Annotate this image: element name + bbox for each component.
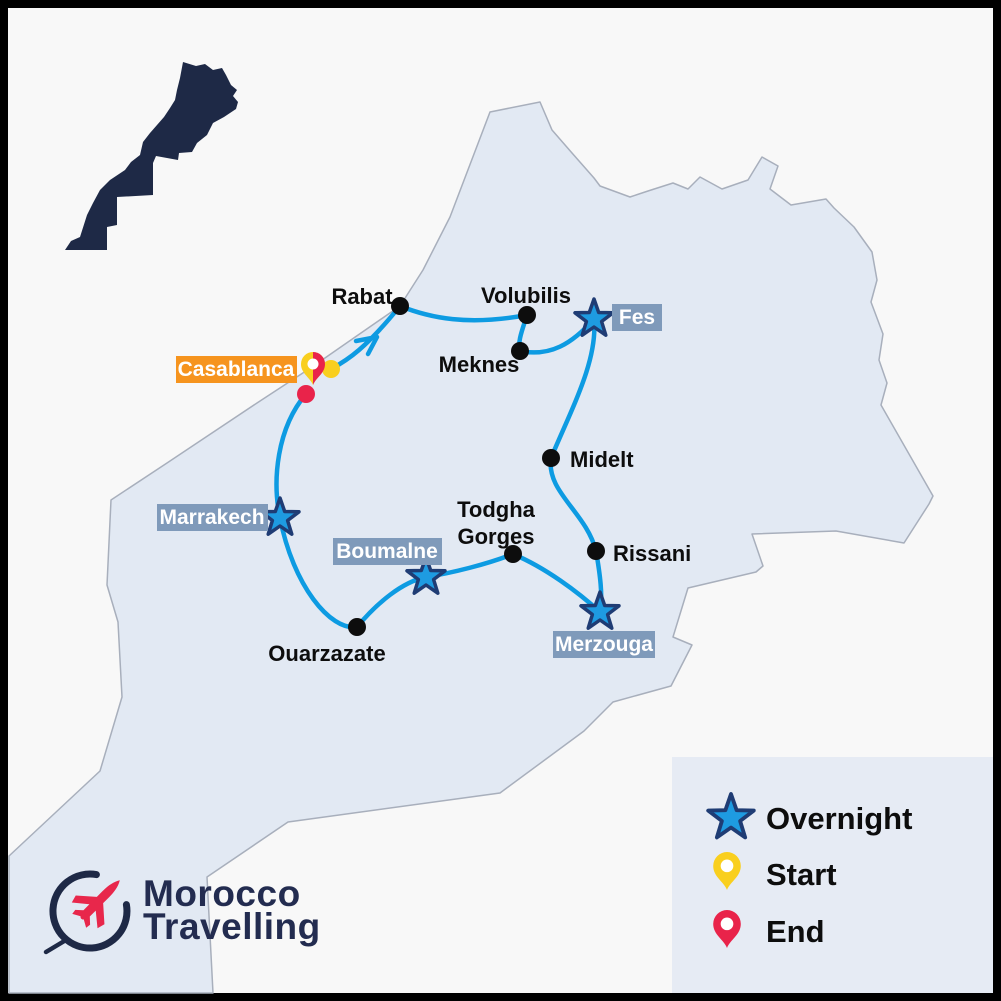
- start-dot-icon: [322, 360, 340, 378]
- city-dot-rissani: [587, 542, 605, 560]
- marrakech-tag-background: [157, 504, 268, 531]
- casablanca-tag-background: [176, 356, 297, 383]
- start-pin-icon: [713, 852, 741, 890]
- morocco-silhouette-icon: [65, 62, 238, 250]
- boumalne-tag-background: [333, 538, 442, 565]
- city-tag-casablanca: Casablanca: [176, 356, 297, 383]
- end-pin-hole: [720, 917, 734, 931]
- legend: Overnight Start End: [706, 792, 912, 949]
- end-pin-icon: [713, 910, 741, 948]
- legend-label-overnight: Overnight: [766, 801, 912, 836]
- start-end-pin-icon: [301, 352, 325, 385]
- city-tag-boumalne: Boumalne: [333, 538, 442, 565]
- logo-circle-arc: [49, 870, 131, 952]
- city-label-merzouga: Merzouga: [555, 633, 653, 656]
- city-label-meknes: Meknes: [439, 352, 520, 377]
- pin-hole: [307, 358, 319, 370]
- morocco-landmass: [8, 101, 934, 994]
- city-label-todgha-line1: Todgha: [457, 497, 536, 522]
- city-label-fes: Fes: [619, 306, 655, 329]
- city-dot-rabat: [391, 297, 409, 315]
- city-label-volubilis: Volubilis: [481, 283, 571, 308]
- city-label-ouarzazate: Ouarzazate: [268, 641, 385, 666]
- merzouga-tag-background: [553, 631, 655, 658]
- logo-arc-tail: [43, 937, 69, 955]
- legend-label-start: Start: [766, 857, 837, 892]
- brand-logo: Morocco Travelling: [43, 870, 321, 955]
- city-tag-merzouga: Merzouga: [553, 631, 655, 658]
- city-dot-meknes: [511, 342, 529, 360]
- city-tag-marrakech: Marrakech: [157, 504, 268, 531]
- route-direction-arrow-icon: [353, 334, 380, 357]
- city-dot-todgha-gorges: [504, 545, 522, 563]
- city-label-casablanca: Casablanca: [178, 358, 295, 381]
- city-label-midelt: Midelt: [570, 447, 634, 472]
- legend-label-end: End: [766, 914, 825, 949]
- city-label-boumalne: Boumalne: [336, 540, 438, 563]
- fes-tag-background: [612, 304, 662, 331]
- end-dot-icon: [297, 385, 315, 403]
- city-dot-ouarzazate: [348, 618, 366, 636]
- brand-name-line2: Travelling: [143, 906, 321, 947]
- start-pin-hole: [720, 859, 734, 873]
- city-label-rissani: Rissani: [613, 541, 691, 566]
- city-label-rabat: Rabat: [331, 284, 393, 309]
- city-label-marrakech: Marrakech: [159, 506, 264, 529]
- city-dot-midelt: [542, 449, 560, 467]
- city-tag-fes: Fes: [612, 304, 662, 331]
- plane-icon: [71, 880, 120, 929]
- brand-name-line1: Morocco: [143, 873, 301, 914]
- city-dot-volubilis: [518, 306, 536, 324]
- city-label-todgha-line2: Gorges: [457, 524, 534, 549]
